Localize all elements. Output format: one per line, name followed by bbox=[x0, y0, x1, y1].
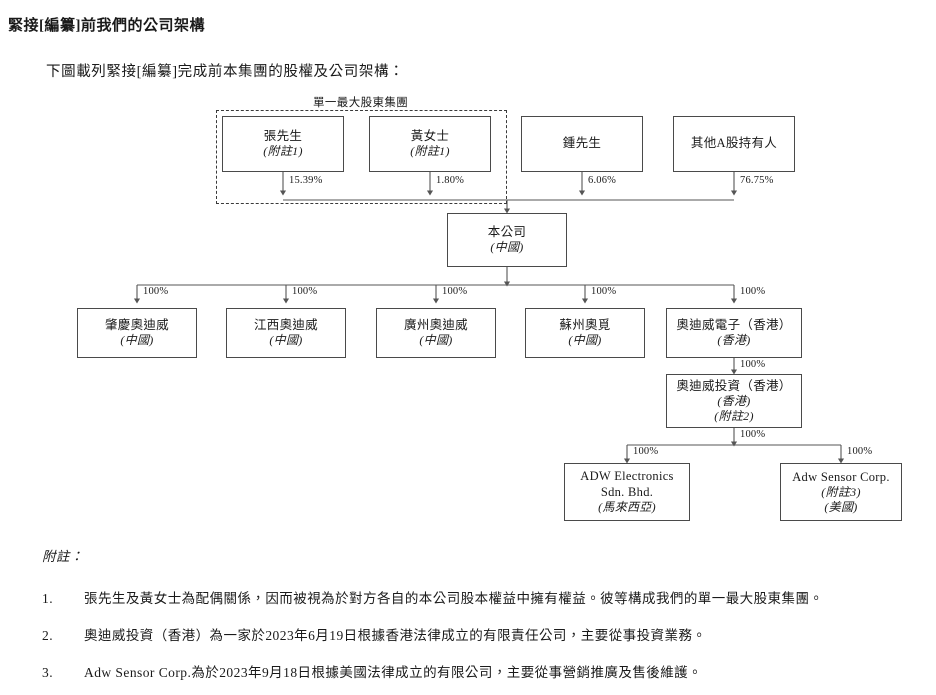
node-huang-name: 黃女士 bbox=[410, 129, 450, 144]
node-hk-electronics-note: (香港) bbox=[717, 333, 751, 348]
pct-hk-investment-to-adw-electronics: 100% bbox=[633, 446, 659, 457]
node-zhang-name: 張先生 bbox=[263, 129, 303, 144]
note-item-1: 1. 張先生及黃女士為配偶關係，因而被視為於對方各自的本公司股本權益中擁有權益。彼… bbox=[42, 587, 902, 607]
pct-hk-investment-down: 100% bbox=[740, 429, 766, 440]
node-suzhou-note: (中國) bbox=[568, 333, 602, 348]
node-huang[interactable]: 黃女士 (附註1) bbox=[369, 116, 491, 172]
note-item-3: 3. Adw Sensor Corp.為於2023年9月18日根據美國法律成立的有… bbox=[42, 661, 902, 681]
node-adw-sensor-note2: (美國) bbox=[824, 499, 858, 514]
node-hk-electronics-name: 奧迪威電子（香港） bbox=[676, 318, 792, 333]
node-suzhou-name: 蘇州奧覓 bbox=[559, 318, 611, 333]
node-adw-electronics-name: ADW Electronics bbox=[580, 469, 674, 484]
node-adw-sensor[interactable]: Adw Sensor Corp. (附註3) (美國) bbox=[780, 463, 902, 521]
node-zhaoqing-note: (中國) bbox=[120, 333, 154, 348]
node-suzhou[interactable]: 蘇州奧覓 (中國) bbox=[525, 308, 645, 358]
node-adw-electronics-note: (馬來西亞) bbox=[598, 499, 656, 514]
node-company[interactable]: 本公司 (中國) bbox=[447, 213, 567, 267]
node-hk-investment-note2: (附註2) bbox=[714, 408, 754, 423]
node-company-name: 本公司 bbox=[487, 225, 527, 240]
node-guangzhou[interactable]: 廣州奧迪威 (中國) bbox=[376, 308, 496, 358]
pct-company-to-guangzhou: 100% bbox=[442, 286, 468, 297]
node-hk-investment-note: (香港) bbox=[717, 394, 751, 408]
pct-hk-electronics-to-hk-investment: 100% bbox=[740, 359, 766, 370]
pct-company-to-suzhou: 100% bbox=[591, 286, 617, 297]
note-item-1-number: 1. bbox=[42, 591, 54, 606]
note-item-3-number: 3. bbox=[42, 665, 54, 680]
note-item-1-text: 張先生及黃女士為配偶關係，因而被視為於對方各自的本公司股本權益中擁有權益。彼等構… bbox=[84, 591, 824, 606]
pct-company-to-hk-electronics: 100% bbox=[740, 286, 766, 297]
notes-heading: 附註： bbox=[42, 549, 84, 564]
node-hk-investment[interactable]: 奧迪威投資（香港） (香港) (附註2) bbox=[666, 374, 802, 428]
note-item-2-number: 2. bbox=[42, 628, 54, 643]
node-jiangxi-note: (中國) bbox=[269, 333, 303, 348]
node-hk-electronics[interactable]: 奧迪威電子（香港） (香港) bbox=[666, 308, 802, 358]
pct-company-to-zhaoqing: 100% bbox=[143, 286, 169, 297]
node-adw-electronics-name2: Sdn. Bhd. bbox=[600, 484, 654, 499]
pct-hk-investment-to-adw-sensor: 100% bbox=[847, 446, 873, 457]
node-jiangxi[interactable]: 江西奧迪威 (中國) bbox=[226, 308, 346, 358]
node-zhang[interactable]: 張先生 (附註1) bbox=[222, 116, 344, 172]
pct-other-a-to-company: 76.75% bbox=[740, 175, 774, 186]
node-zhang-note: (附註1) bbox=[263, 144, 303, 159]
node-zhaoqing-name: 肇慶奧迪威 bbox=[104, 318, 169, 333]
node-zhong-name: 鍾先生 bbox=[562, 136, 602, 151]
node-jiangxi-name: 江西奧迪威 bbox=[253, 318, 318, 333]
node-adw-sensor-name: Adw Sensor Corp. bbox=[792, 469, 890, 484]
node-zhong[interactable]: 鍾先生 bbox=[521, 116, 643, 172]
pct-zhang-to-company: 15.39% bbox=[289, 175, 323, 186]
node-adw-sensor-note: (附註3) bbox=[821, 485, 861, 499]
note-item-2: 2. 奧迪威投資（香港）為一家於2023年6月19日根據香港法律成立的有限責任公司… bbox=[42, 624, 902, 644]
intro-paragraph: 下圖載列緊接[編纂]完成前本集團的股權及公司架構： bbox=[46, 64, 405, 80]
group-label-largest-shareholder: 單一最大股東集團 bbox=[313, 97, 409, 109]
page-title: 緊接[編纂]前我們的公司架構 bbox=[8, 18, 205, 34]
note-item-3-text: Adw Sensor Corp.為於2023年9月18日根據美國法律成立的有限公… bbox=[84, 665, 703, 680]
node-guangzhou-name: 廣州奧迪威 bbox=[403, 318, 468, 333]
connector-lines bbox=[133, 172, 845, 464]
node-other-a-holders[interactable]: 其他A股持有人 bbox=[673, 116, 795, 172]
node-huang-note: (附註1) bbox=[410, 144, 450, 159]
node-zhaoqing[interactable]: 肇慶奧迪威 (中國) bbox=[77, 308, 197, 358]
single-largest-shareholder-group-box bbox=[216, 110, 507, 204]
node-other-a-holders-name: 其他A股持有人 bbox=[690, 136, 778, 151]
org-chart-diagram: 單一最大股東集團 張先生 (附註1) 黃女士 (附註1) 鍾先生 其他A股持有人… bbox=[0, 90, 936, 530]
node-company-note: (中國) bbox=[490, 240, 524, 255]
note-item-2-text: 奧迪威投資（香港）為一家於2023年6月19日根據香港法律成立的有限責任公司，主… bbox=[84, 628, 707, 643]
pct-company-to-jiangxi: 100% bbox=[292, 286, 318, 297]
node-adw-electronics[interactable]: ADW Electronics Sdn. Bhd. (馬來西亞) bbox=[564, 463, 690, 521]
node-hk-investment-name: 奧迪威投資（香港） bbox=[676, 378, 792, 393]
pct-zhong-to-company: 6.06% bbox=[588, 175, 617, 186]
pct-huang-to-company: 1.80% bbox=[436, 175, 465, 186]
node-guangzhou-note: (中國) bbox=[419, 333, 453, 348]
